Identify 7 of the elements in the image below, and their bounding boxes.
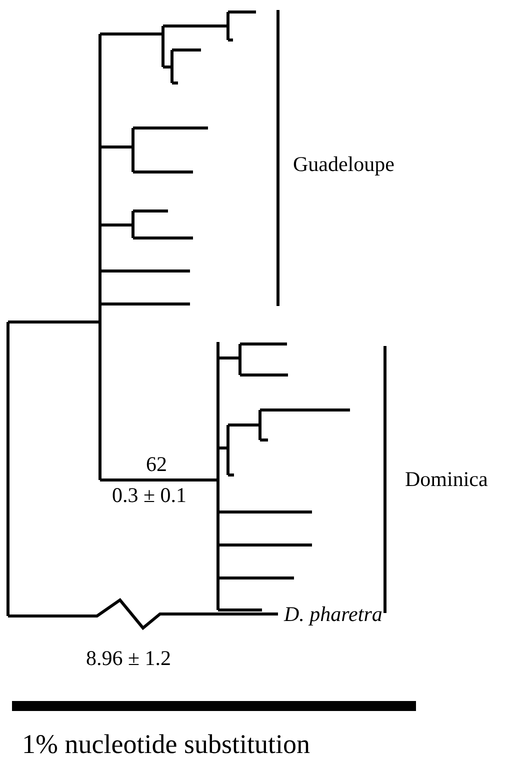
outgroup-label: D. pharetra [284,604,382,625]
clade-label: Guadeloupe [293,154,394,175]
clade-label: Dominica [405,469,488,490]
branch-length: 8.96 ± 1.2 [86,648,172,669]
branch-length: 0.3 ± 0.1 [112,485,187,506]
scale-caption: 1% nucleotide substitution [22,731,310,758]
bootstrap-value: 62 [146,454,167,475]
